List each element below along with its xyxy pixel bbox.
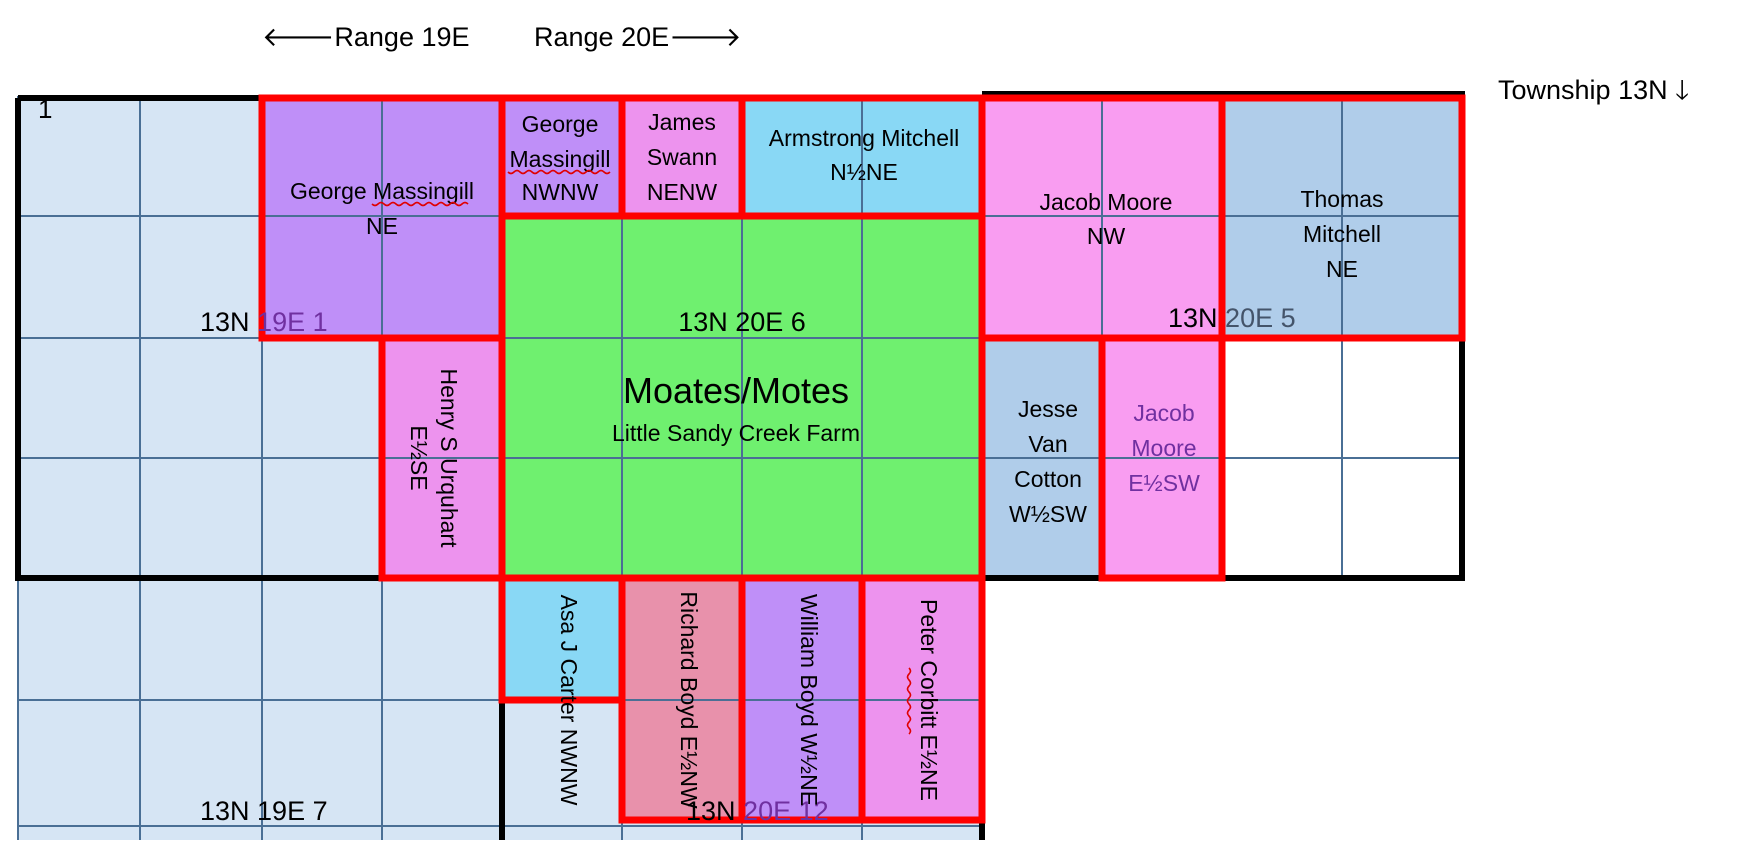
parcel-william-boyd: [742, 578, 862, 818]
parcel-label-desc: NW: [1087, 223, 1126, 249]
section-label-a: 13N: [686, 796, 743, 826]
parcel-label-desc: NWNW: [522, 179, 599, 205]
parcel-label-desc: NE: [366, 213, 398, 239]
section-label-b: 19E 1: [257, 307, 328, 337]
range-20e-header: Range 20E🡒: [534, 24, 742, 51]
parcel-asa-j-carter: [502, 578, 622, 698]
parcel-label-vertical-william-boyd: William Boyd W½NE: [796, 594, 822, 806]
parcel-label-owner: Jacob Moore: [1040, 189, 1173, 215]
parcel-label-owner: Armstrong Mitchell: [769, 125, 959, 151]
section-label-13n-19e-1: 13N 19E 1: [200, 307, 328, 337]
parcel-label-vertical-asa-carter: Asa J Carter NWNW: [556, 595, 582, 806]
parcel-outlines: [258, 94, 1466, 824]
spellcheck-underlines: [371, 169, 611, 207]
parcel-label-desc: NE: [1326, 256, 1358, 282]
down-arrow-icon: 🡓: [1675, 75, 1690, 105]
parcel-label-owner: George Massingill: [290, 178, 474, 204]
parcel-label-desc: N½NE: [830, 159, 898, 185]
parcel-label-vertical-henry-urquhart: Henry S Urquhart: [436, 369, 462, 549]
parcel-label-owner-line2: Swann: [647, 144, 717, 170]
township-header: Township 13N 🡓: [1498, 77, 1689, 104]
parcel-label-owner-line1: George: [522, 111, 599, 137]
parcel-label-owner-line2: Van: [1028, 431, 1067, 457]
spellcheck-underline-corbitt: [906, 667, 912, 735]
section-label-13n-20e-12: 13N 20E 12: [686, 796, 829, 826]
section-label-b: 20E 12: [743, 796, 829, 826]
parcel-label-desc: E½SW: [1128, 470, 1200, 496]
township-label: Township 13N: [1498, 75, 1668, 105]
parcel-label-desc: NENW: [647, 179, 718, 205]
section-label-13n-20e-6: 13N 20E 6: [678, 307, 806, 337]
parcel-label-owner-line2: Massingill: [510, 146, 611, 172]
parcel-label-owner-line1: James: [648, 109, 716, 135]
parcel-label-owner-line3: Cotton: [1014, 466, 1082, 492]
section-label-13n-20e-5: 13N 20E 5: [1168, 303, 1296, 333]
range-19e-label: Range 19E: [334, 22, 470, 52]
left-arrow-icon: 🡐: [262, 22, 335, 52]
parcel-james-swann-nenw: [622, 98, 742, 216]
parcel-label-desc: W½SW: [1009, 501, 1087, 527]
parcel-label-owner-line2: Moore: [1131, 435, 1196, 461]
section-label-b: 20E 5: [1225, 303, 1296, 333]
range-19e-header: 🡐Range 19E: [262, 24, 470, 51]
parcel-george-massingill-nwnw: [502, 98, 622, 216]
range-20e-label: Range 20E: [534, 22, 670, 52]
parcel-label-owner-line1: Thomas: [1300, 186, 1383, 212]
parcel-label-vertical-peter-corbitt: Peter Corbitt E½NE: [916, 599, 942, 801]
parcel-label-vertical-henry-urquhart-desc: E½SE: [406, 425, 432, 490]
section-label-13n-19e-7: 13N 19E 7: [200, 796, 328, 826]
corner-mark: 1: [38, 94, 52, 124]
parcel-label-owner-line2: Mitchell: [1303, 221, 1381, 247]
parcel-label-owner-line1: Jacob: [1133, 400, 1194, 426]
parcel-peter-corbitt: [862, 578, 982, 818]
section-label-a: 13N: [1168, 303, 1225, 333]
right-arrow-icon: 🡒: [669, 22, 742, 52]
farm-title: Moates/Motes: [623, 370, 849, 411]
section-label-a: 13N: [200, 307, 257, 337]
parcel-richard-boyd: [622, 578, 742, 818]
farm-subtitle: Little Sandy Creek Farm: [612, 420, 860, 446]
parcel-label-owner-line1: Jesse: [1018, 396, 1078, 422]
parcel-label-vertical-richard-boyd: Richard Boyd E½NW: [676, 591, 702, 809]
